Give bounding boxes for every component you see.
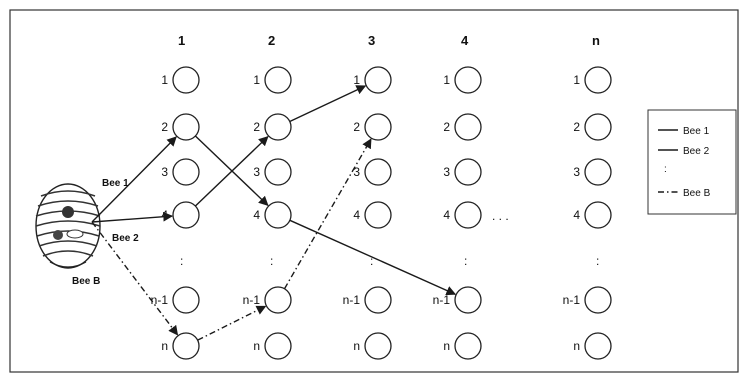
legend-label: Bee 1 (683, 126, 710, 137)
node-label: 3 (161, 165, 168, 179)
node-circle (364, 201, 392, 229)
node-circle (584, 66, 612, 94)
bee-2-label: Bee 2 (112, 233, 139, 244)
legend-label: Bee 2 (683, 146, 710, 157)
node-label: n-1 (343, 293, 361, 307)
node-circle (364, 286, 392, 314)
column-header: 1 (178, 33, 185, 48)
node-circle (584, 113, 612, 141)
node-label: 4 (161, 208, 168, 222)
column-header: n (592, 33, 600, 48)
node-label: n-1 (151, 293, 169, 307)
node-circle (172, 286, 200, 314)
node-label: n (253, 339, 260, 353)
node-label: 4 (443, 208, 450, 222)
horizontal-ellipsis: . . . (492, 209, 509, 223)
node-label: n (353, 339, 360, 353)
node-label: 1 (161, 73, 168, 87)
node-grid: 1 2 3 4 n-1 n 1 2 3 4 n-1 n 1 2 3 4 n-1 n 1 2 3 4 n-1 n 1 2 3 4 n-1 n (151, 66, 612, 360)
node-label: n-1 (243, 293, 261, 307)
node-circle (584, 158, 612, 186)
node-circle (584, 201, 612, 229)
node-circle (454, 201, 482, 229)
node-circle (454, 66, 482, 94)
vertical-ellipsis: : (596, 254, 599, 268)
node-circle (264, 332, 292, 360)
legend-ellipsis: : (664, 164, 667, 175)
node-circle (172, 66, 200, 94)
legend: Bee 1 Bee 2 : Bee B (647, 109, 737, 215)
column-header: 3 (368, 33, 375, 48)
node-label: n (161, 339, 168, 353)
bee-paths (91, 85, 457, 341)
node-label: 2 (253, 120, 260, 134)
bee-path-segment (197, 305, 267, 341)
node-label: 4 (353, 208, 360, 222)
node-label: 3 (573, 165, 580, 179)
legend-box (647, 109, 737, 215)
node-circle (172, 201, 200, 229)
node-label: n-1 (433, 293, 451, 307)
node-label: 4 (573, 208, 580, 222)
node-label: n-1 (563, 293, 581, 307)
vertical-ellipsis: : (370, 254, 373, 268)
node-label: 3 (443, 165, 450, 179)
node-label: 3 (253, 165, 260, 179)
node-label: 4 (253, 208, 260, 222)
node-circle (264, 66, 292, 94)
node-label: 1 (253, 73, 260, 87)
node-circle (584, 332, 612, 360)
node-circle (584, 286, 612, 314)
node-circle (364, 113, 392, 141)
bee-path-segment (283, 138, 372, 290)
vertical-ellipsis: : (464, 254, 467, 268)
beehive-icon (35, 183, 101, 269)
node-label: 2 (353, 120, 360, 134)
column-header: 2 (268, 33, 275, 48)
bee-1-label: Bee 1 (102, 178, 129, 189)
bee-path-segment (194, 135, 269, 207)
node-circle (454, 113, 482, 141)
node-circle (264, 113, 292, 141)
node-circle (264, 158, 292, 186)
bee-path-segment (289, 85, 367, 123)
node-circle (454, 158, 482, 186)
bee-path-segment (91, 136, 177, 223)
vertical-ellipsis: : (270, 254, 273, 268)
node-circle (172, 113, 200, 141)
node-circle (364, 332, 392, 360)
node-label: n (573, 339, 580, 353)
node-circle (364, 158, 392, 186)
node-label: 3 (353, 165, 360, 179)
node-circle (454, 332, 482, 360)
node-circle (454, 286, 482, 314)
bee-path-segment (91, 211, 174, 223)
node-label: 2 (443, 120, 450, 134)
figure-frame (9, 9, 739, 373)
vertical-ellipses: : : : : : (180, 254, 599, 268)
node-label: 1 (353, 73, 360, 87)
bee-b-label: Bee B (72, 276, 100, 287)
node-label: 1 (573, 73, 580, 87)
bee-path-segment (289, 219, 457, 296)
node-circle (172, 332, 200, 360)
node-label: n (443, 339, 450, 353)
node-circle (264, 286, 292, 314)
node-label: 2 (573, 120, 580, 134)
column-headers: 1 2 3 4 n (178, 33, 600, 48)
node-circle (172, 158, 200, 186)
node-label: 1 (443, 73, 450, 87)
vertical-ellipsis: : (180, 254, 183, 268)
bee-path-segment (91, 221, 179, 336)
node-circle (364, 66, 392, 94)
column-header: 4 (461, 33, 469, 48)
node-circle (264, 201, 292, 229)
node-label: 2 (161, 120, 168, 134)
legend-label: Bee B (683, 188, 711, 199)
